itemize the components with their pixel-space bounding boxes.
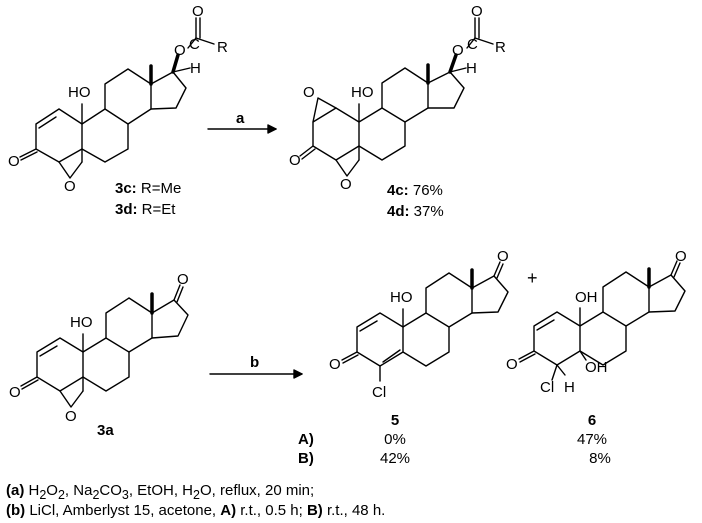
conditions-a: (a) H2O2, Na2CO3, EtOH, H2O, reflux, 20 … <box>6 482 315 502</box>
atom-o: O <box>9 384 21 401</box>
compound-3d-label: 3d: R=Et <box>115 201 176 218</box>
structure-3a <box>20 284 189 408</box>
atom-ho: HO <box>390 289 413 306</box>
atom-o: O <box>8 153 20 170</box>
atom-h: H <box>190 60 201 77</box>
atom-c: C <box>467 36 478 53</box>
structure-4c-4d <box>299 17 494 177</box>
atom-o: O <box>289 152 301 169</box>
plus-sign: + <box>527 268 538 288</box>
yield-6-A: 47% <box>576 431 608 448</box>
arrow-a-label: a <box>236 110 245 127</box>
structure-6 <box>518 260 686 381</box>
atom-o: O <box>64 178 76 195</box>
atom-o: O <box>177 271 189 288</box>
condition-B-label: B) <box>298 450 314 467</box>
structure-5 <box>341 261 509 382</box>
yield-5-B: 42% <box>379 450 411 467</box>
atom-cl: Cl <box>372 384 386 401</box>
conditions-b: (b) LiCl, Amberlyst 15, acetone, A) r.t.… <box>6 502 386 519</box>
atom-ho: HO <box>70 314 93 331</box>
atom-oh: OH <box>585 359 608 376</box>
atom-ho: HO <box>68 84 91 101</box>
compound-6-label: 6 <box>587 412 597 429</box>
atom-r: R <box>495 39 506 56</box>
atom-o: O <box>675 248 687 265</box>
atom-o: O <box>303 84 315 101</box>
atom-o: O <box>471 3 483 20</box>
compound-5-label: 5 <box>390 412 400 429</box>
compound-4c-label: 4c: 76% <box>387 182 443 199</box>
atom-cl: Cl <box>540 379 554 396</box>
atom-oh: OH <box>575 289 598 306</box>
compound-3a-label: 3a <box>97 422 114 439</box>
yield-6-B: 8% <box>589 450 611 467</box>
atom-r: R <box>217 39 228 56</box>
compound-3c-label: 3c: R=Me <box>115 180 182 197</box>
condition-A-label: A) <box>298 431 314 448</box>
yield-5-A: 0% <box>384 431 406 448</box>
atom-o: O <box>452 42 464 59</box>
arrow-b-label: b <box>250 354 259 371</box>
atom-c: C <box>189 36 200 53</box>
atom-o: O <box>340 176 352 193</box>
atom-ho: HO <box>351 84 374 101</box>
structure-3c-3d <box>19 17 215 179</box>
atom-o: O <box>192 3 204 20</box>
atom-h: H <box>564 379 575 396</box>
atom-o: O <box>329 356 341 373</box>
compound-4d-label: 4d: 37% <box>387 203 444 220</box>
atom-h: H <box>466 60 477 77</box>
atom-o: O <box>506 356 518 373</box>
atom-o: O <box>174 42 186 59</box>
atom-o: O <box>65 408 77 425</box>
atom-o: O <box>497 248 509 265</box>
